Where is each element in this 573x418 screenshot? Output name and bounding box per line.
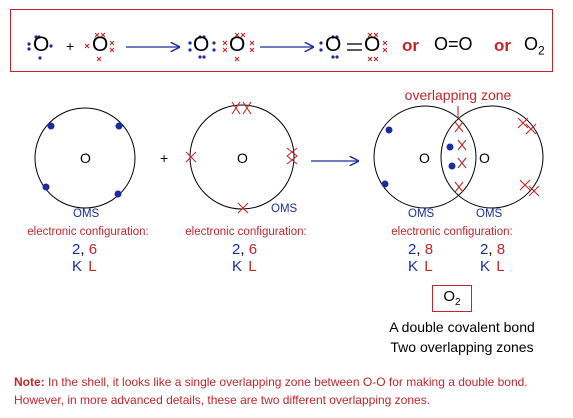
atom1-config-values: 2, 6 [72, 241, 98, 258]
atom2-shells: K L [232, 258, 258, 275]
atom1-symbol: O [80, 150, 91, 166]
lewis-product-symbol-1: O [325, 33, 342, 56]
molecule-formula: O2 [443, 288, 460, 308]
lewis-atom1-dots [27, 35, 53, 60]
atom1-oms: OMS [73, 208, 100, 220]
molecule-right-oms: OMS [476, 208, 503, 220]
molecule-left-symbol: O [419, 150, 430, 166]
atom2-k-shell: K [232, 258, 244, 275]
molecule-left-shells: K L [408, 258, 434, 275]
atom2-oms: OMS [271, 203, 298, 215]
atom2-config-label: electronic configuration: [185, 226, 307, 238]
molecule-right-shell [440, 105, 544, 209]
molecule-left-config: 2, 8 [408, 241, 434, 258]
lewis-intermediate-symbol-2: O [229, 33, 246, 56]
atom2-config-values: 2, 6 [232, 241, 258, 258]
top-o2-formula: O2 [524, 34, 545, 58]
molecule-right-k-value: 2 [480, 241, 489, 258]
atom1-electrons [42, 122, 123, 198]
molecule-left-l-value: 8 [424, 241, 434, 258]
molecule-shared-crosses [454, 121, 467, 193]
or-text-2: or [494, 36, 511, 55]
note-paragraph: Note: In the shell, it looks like a sing… [14, 373, 554, 409]
lewis-intermediate-symbol-1: O [193, 33, 210, 56]
top-o2-base: O [524, 34, 539, 54]
molecule-left-electrons [381, 126, 456, 188]
top-o2-sub: 2 [538, 43, 545, 58]
molecule-right-config: 2, 8 [480, 241, 506, 258]
lewis-product-double-bond [347, 43, 362, 51]
bond-formula: O=O [434, 34, 473, 54]
molecule-right-k-shell: K [480, 258, 492, 275]
lewis-product-crosses [367, 32, 388, 62]
lewis-plus: + [66, 38, 75, 54]
molecule-left-shell [373, 105, 477, 209]
atom1-l-value: 6 [88, 241, 98, 258]
lewis-atom2-crosses [84, 32, 115, 62]
summary-line-2: Two overlapping zones [390, 339, 534, 355]
molecule-formula-sub: 2 [455, 297, 461, 308]
or-text-1: or [402, 36, 419, 55]
atom2-l-value: 6 [248, 241, 258, 258]
atom1-k-value: 2 [72, 241, 81, 258]
summary-line-1: A double covalent bond [389, 319, 535, 335]
atom1-k-shell: K [72, 258, 84, 275]
molecule-left-k-shell: K [408, 258, 420, 275]
note-text: In the shell, it looks like a single ove… [14, 375, 528, 407]
atom2-electrons [185, 101, 298, 214]
molecule-right-electrons [517, 117, 540, 197]
molecule-left-k-value: 2 [408, 241, 417, 258]
lewis-atom2-symbol: O [92, 33, 109, 56]
molecule-config-label: electronic configuration: [391, 226, 513, 238]
atoms-plus: + [160, 150, 169, 166]
atom2-symbol: O [237, 150, 248, 166]
molecule-left-oms: OMS [408, 208, 435, 220]
molecule-right-symbol: O [479, 150, 490, 166]
molecule-left-l-shell: L [424, 258, 434, 275]
molecule-right-shells: K L [480, 258, 506, 275]
note-label: Note: [14, 375, 45, 389]
lewis-intermediate-crosses [222, 32, 255, 62]
lewis-intermediate-dots [188, 35, 216, 59]
molecule-right-l-value: 8 [496, 241, 506, 258]
atom1-shells: K L [72, 258, 98, 275]
molecule-formula-box [432, 285, 472, 312]
atom2-l-shell: L [248, 258, 258, 275]
atom1-shell [34, 107, 136, 209]
molecule-formula-base: O [443, 288, 456, 305]
atom1-config-label: electronic configuration: [27, 226, 149, 238]
atom1-l-shell: L [88, 258, 98, 275]
lewis-product-symbol-2: O [364, 33, 381, 56]
atom2-k-value: 2 [232, 241, 241, 258]
lewis-atom1-symbol: O [33, 33, 50, 56]
molecule-right-l-shell: L [496, 258, 506, 275]
lewis-equation-box [10, 9, 553, 72]
overlap-zone-label: overlapping zone [404, 87, 512, 103]
lewis-product-dots [319, 35, 339, 59]
